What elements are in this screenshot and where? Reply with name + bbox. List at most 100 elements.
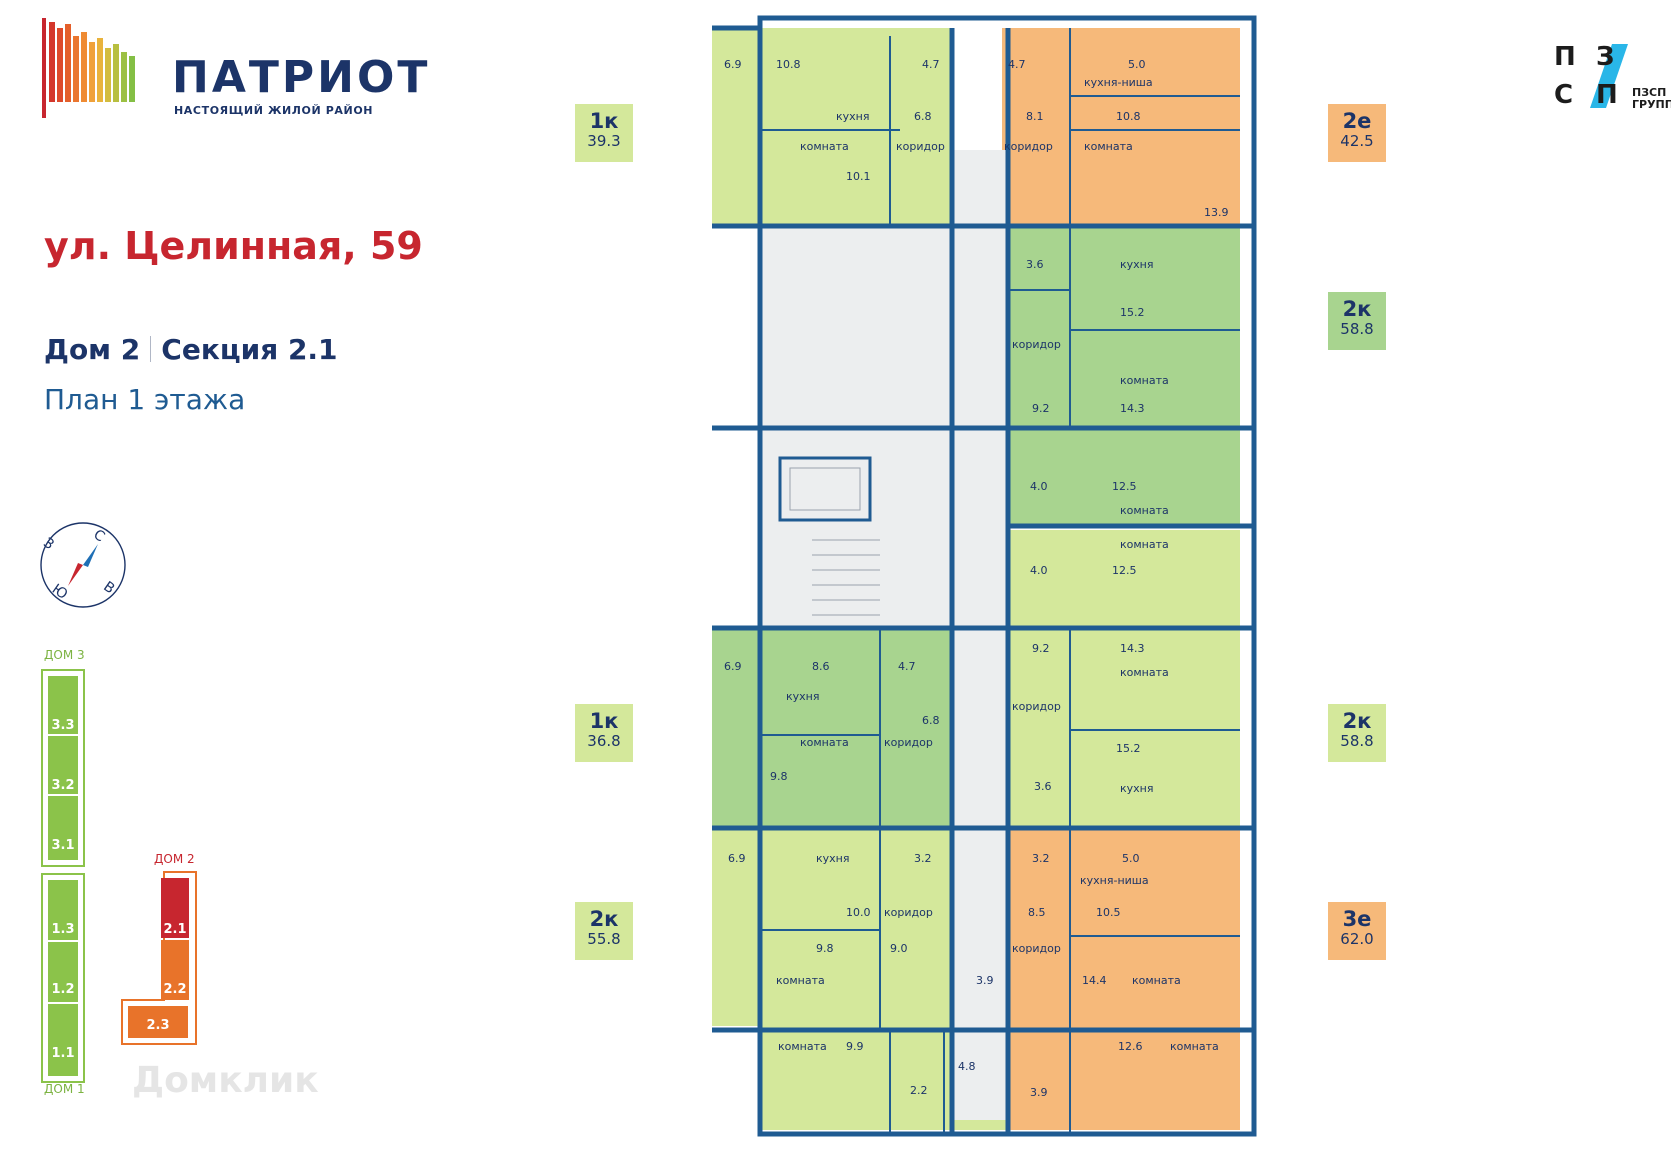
area-bath: 4.8 bbox=[958, 1060, 976, 1073]
developer-logo-stripe-icon bbox=[1590, 44, 1628, 108]
label-corridor: коридор bbox=[1012, 700, 1061, 713]
label-corridor: коридор bbox=[896, 140, 945, 153]
area-room: 9.9 bbox=[846, 1040, 864, 1053]
area-balcony: 6.9 bbox=[724, 58, 742, 71]
area-room: 14.4 bbox=[1082, 974, 1107, 987]
street-address: ул. Целинная, 59 bbox=[44, 224, 423, 268]
label-kitchen: кухня bbox=[1120, 782, 1153, 795]
apartment-area: 58.8 bbox=[1340, 732, 1374, 750]
brand-logo-icon bbox=[42, 18, 135, 118]
area-room: 10.1 bbox=[846, 170, 871, 183]
area-room: 12.5 bbox=[1112, 480, 1137, 493]
house-section-title: Дом 2 Секция 2.1 bbox=[44, 333, 338, 366]
floor-plan-title: План 1 этажа bbox=[44, 383, 246, 416]
area-corridor: 6.8 bbox=[914, 110, 932, 123]
site-map-house2-title: ДОМ 2 bbox=[154, 852, 195, 866]
area-wc: 2.2 bbox=[910, 1084, 928, 1097]
site-map-section: 3.2 bbox=[51, 778, 75, 793]
site-map-section: 1.1 bbox=[51, 1046, 75, 1061]
label-room: комната bbox=[1120, 538, 1169, 551]
label-room: комната bbox=[800, 140, 849, 153]
label-room: комната bbox=[1120, 666, 1169, 679]
label-kitchen-niche: кухня-ниша bbox=[1084, 76, 1153, 89]
area-balcony: 6.9 bbox=[724, 660, 742, 673]
area-niche: 5.0 bbox=[1128, 58, 1146, 71]
area-bath: 3.9 bbox=[1030, 1086, 1048, 1099]
area-room: 14.3 bbox=[1120, 402, 1145, 415]
area-living: 10.8 bbox=[1116, 110, 1141, 123]
area-balcony: 6.9 bbox=[728, 852, 746, 865]
site-map-house1-title: ДОМ 1 bbox=[44, 1082, 85, 1096]
apartment-area: 39.3 bbox=[587, 132, 621, 150]
label-room: комната bbox=[1084, 140, 1133, 153]
area-corridor: 9.2 bbox=[1032, 402, 1050, 415]
area-kitchen: 8.6 bbox=[812, 660, 830, 673]
area-room: 9.8 bbox=[816, 942, 834, 955]
area-living: 10.5 bbox=[1096, 906, 1121, 919]
site-map-section: 2.2 bbox=[163, 982, 187, 997]
area-niche: 5.0 bbox=[1122, 852, 1140, 865]
site-map-section: 3.3 bbox=[51, 718, 75, 733]
apartment-type: 2к bbox=[589, 907, 619, 931]
area-bath: 3.6 bbox=[1026, 258, 1044, 271]
developer-logo-letter: С bbox=[1554, 80, 1574, 110]
developer-logo-text: ГРУПП bbox=[1632, 98, 1671, 111]
section-label: Секция 2.1 bbox=[161, 333, 338, 366]
developer-logo-letter: П bbox=[1596, 80, 1618, 110]
apartment-area: 36.8 bbox=[587, 732, 621, 750]
area-room: 14.3 bbox=[1120, 642, 1145, 655]
area-bath: 3.6 bbox=[1034, 780, 1052, 793]
brand-name: ПАТРИОТ bbox=[172, 52, 431, 103]
apartment-type: 3е bbox=[1342, 907, 1372, 931]
label-room: комната bbox=[800, 736, 849, 749]
area-room: 12.6 bbox=[1118, 1040, 1143, 1053]
apartment-type: 2к bbox=[1342, 709, 1372, 733]
label-kitchen: кухня bbox=[836, 110, 869, 123]
developer-logo-letter: П bbox=[1554, 42, 1576, 72]
area-kitchen: 15.2 bbox=[1116, 742, 1141, 755]
label-corridor: коридор bbox=[884, 906, 933, 919]
plan-inner-walls bbox=[762, 28, 1240, 1132]
area-room: 13.9 bbox=[1204, 206, 1229, 219]
plan-walls bbox=[712, 15, 1257, 1137]
developer-logo-letter: З bbox=[1596, 42, 1615, 72]
area-bath: 4.0 bbox=[1030, 480, 1048, 493]
stair-icon bbox=[778, 456, 880, 616]
compass: С В Ю З bbox=[38, 520, 128, 610]
house-label: Дом 2 bbox=[44, 333, 141, 366]
label-room: комната bbox=[776, 974, 825, 987]
site-map bbox=[41, 669, 197, 1083]
plan-fills bbox=[712, 28, 1240, 1130]
label-room: комната bbox=[1170, 1040, 1219, 1053]
area-wc: 3.2 bbox=[914, 852, 932, 865]
developer-logo-text: ПЗСП bbox=[1632, 86, 1667, 99]
area-corridor: 9.2 bbox=[1032, 642, 1050, 655]
label-corridor: коридор bbox=[1012, 338, 1061, 351]
area-bath: 4.7 bbox=[922, 58, 940, 71]
title-separator bbox=[150, 336, 152, 362]
area-room: 9.8 bbox=[770, 770, 788, 783]
apartment-area: 62.0 bbox=[1340, 930, 1374, 948]
area-corridor: 8.1 bbox=[1026, 110, 1044, 123]
area-corridor: 8.5 bbox=[1028, 906, 1046, 919]
area-bath: 4.7 bbox=[898, 660, 916, 673]
label-corridor: коридор bbox=[1012, 942, 1061, 955]
watermark-text: Домклик bbox=[132, 1060, 319, 1101]
apartment-type: 1к bbox=[589, 109, 619, 133]
label-room: комната bbox=[1120, 374, 1169, 387]
site-map-section: 3.1 bbox=[51, 838, 75, 853]
label-room: комната bbox=[1120, 504, 1169, 517]
area-room: 12.5 bbox=[1112, 564, 1137, 577]
site-map-section-current: 2.1 bbox=[163, 922, 187, 937]
developer-logo: П З С П ПЗСП ГРУПП bbox=[1552, 42, 1671, 112]
apartment-area: 58.8 bbox=[1340, 320, 1374, 338]
apartment-type: 2е bbox=[1342, 109, 1372, 133]
area-corridor: 9.0 bbox=[890, 942, 908, 955]
